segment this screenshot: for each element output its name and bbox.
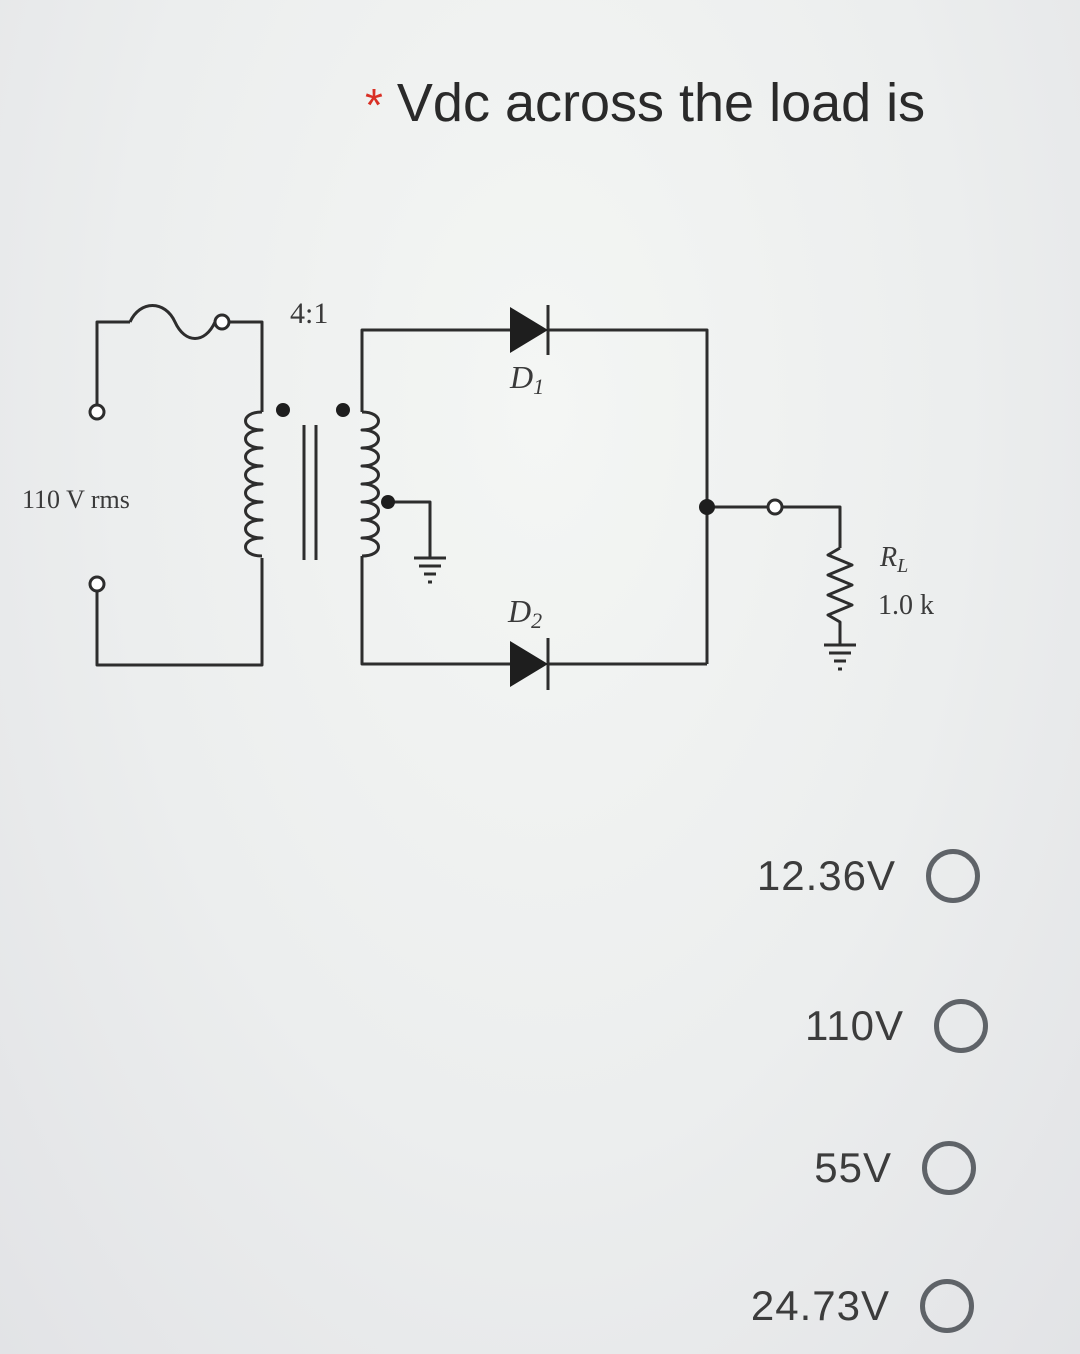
secondary-top-wire <box>360 328 510 412</box>
center-tap-dot <box>381 495 395 509</box>
radio-button[interactable] <box>922 1141 976 1195</box>
ac-source-symbol <box>128 304 217 340</box>
diode1-triangle <box>510 307 548 353</box>
primary-top-lead <box>230 320 264 412</box>
center-tap-wire <box>384 500 432 558</box>
terminal-bottom-left <box>88 575 106 593</box>
load-value: 1.0 k <box>878 590 934 621</box>
ratio-label: 4:1 <box>290 297 328 330</box>
option-110v[interactable]: 110V <box>805 986 988 1066</box>
secondary-bottom-wire <box>360 556 510 666</box>
secondary-coil <box>360 410 380 558</box>
right-top-wire <box>548 328 709 664</box>
diode2-triangle <box>510 641 548 687</box>
terminal-top-left <box>88 403 106 421</box>
primary-bottom-wire <box>95 558 264 667</box>
circuit-diagram: 110 V rms 4:1 D1 D2 RL 1.0 k <box>22 297 934 690</box>
radio-button[interactable] <box>920 1279 974 1333</box>
option-label: 55V <box>814 1144 892 1191</box>
load-resistor <box>826 546 854 645</box>
ground-center-tap <box>414 556 446 584</box>
load-label: RL <box>879 542 908 577</box>
ground-load <box>824 643 856 671</box>
primary-top-wire <box>95 320 130 405</box>
option-label: 24.73V <box>750 1282 890 1329</box>
primary-polarity-dot <box>276 403 290 417</box>
question-text: Vdc across the load is <box>396 73 926 133</box>
diode1-label: D1 <box>509 359 544 399</box>
required-star: * <box>365 79 383 131</box>
output-junction-dot <box>699 499 715 515</box>
option-label: 110V <box>805 1002 904 1049</box>
radio-button[interactable] <box>934 999 988 1053</box>
terminal-source-right <box>213 313 231 331</box>
option-12-36v[interactable]: 12.36V <box>757 836 980 916</box>
secondary-polarity-dot <box>336 403 350 417</box>
option-55v[interactable]: 55V <box>814 1128 976 1208</box>
terminal-output <box>766 498 784 516</box>
question-title: *Vdc across the load is <box>365 72 925 134</box>
load-top-wire <box>782 505 842 548</box>
transformer-core <box>302 425 318 560</box>
primary-coil <box>244 410 264 558</box>
option-24-73v[interactable]: 24.73V <box>751 1266 974 1346</box>
diode2-label: D2 <box>507 593 542 633</box>
option-label: 12.36V <box>756 852 896 899</box>
radio-button[interactable] <box>926 849 980 903</box>
source-label: 110 V rms <box>22 485 130 514</box>
